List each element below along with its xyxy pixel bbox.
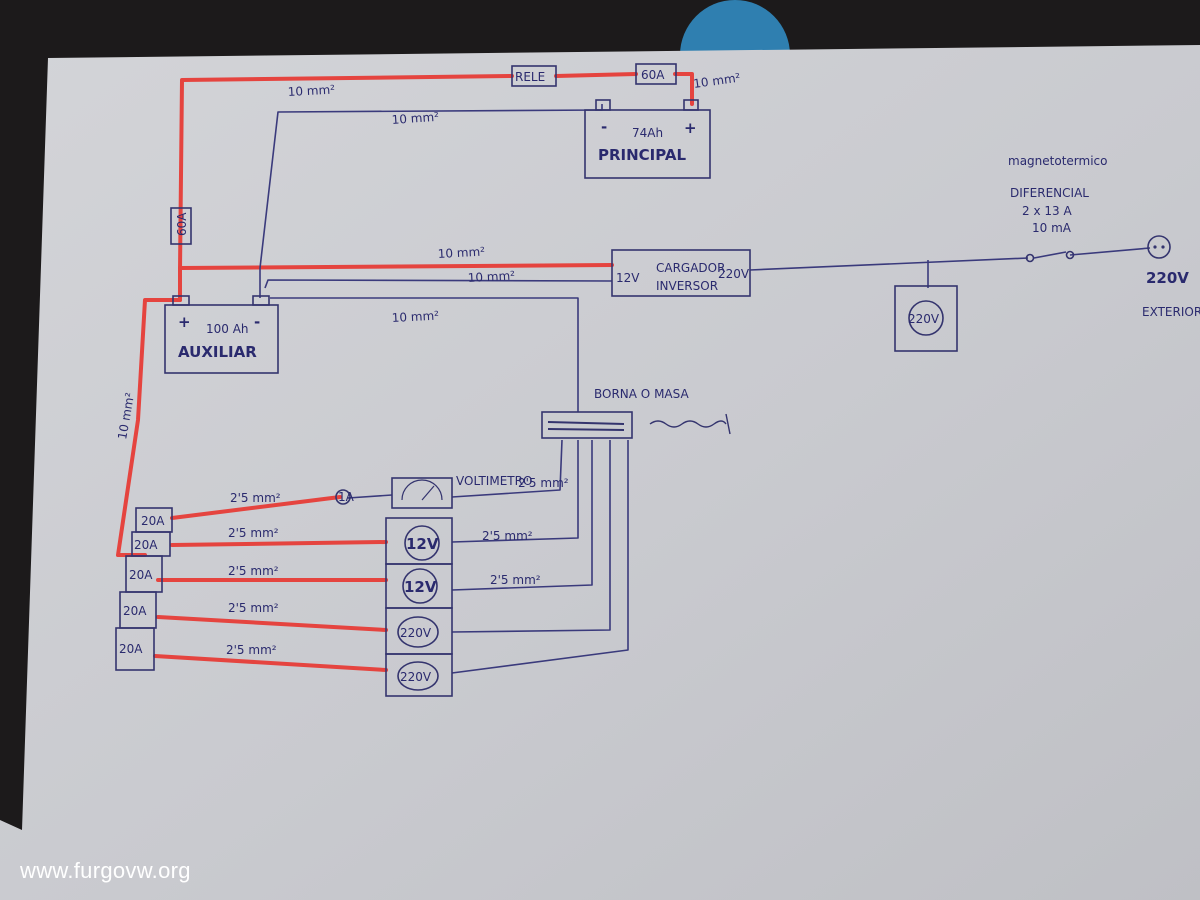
label-fuse-60a: 60A (641, 68, 665, 82)
branch-wire-label-5: 2'5 mm² (226, 643, 277, 657)
label-mm-12v-2: 2'5 mm² (490, 573, 541, 587)
label-mm-masa: 10 mm² (391, 309, 439, 325)
label-mm-principal-neg: 10 mm² (391, 110, 439, 127)
outlet-label-1: 12V (406, 535, 439, 553)
fuse-60a-top (635, 63, 677, 85)
label-charger-220v: 220V (718, 267, 750, 281)
label-side-fuse: 60A (175, 212, 189, 236)
label-charger-name-1: CARGADOR (656, 261, 725, 275)
fuse-label-1: 20A (141, 514, 165, 528)
socket-220v-circle (908, 300, 944, 336)
paper-sheet (0, 45, 1200, 900)
battery-aux-minus: - (254, 313, 260, 331)
label-aux-name: AUXILIAR (178, 343, 257, 361)
label-magnetotermico: magnetotermico (1008, 154, 1107, 168)
branch-wire-label-4: 2'5 mm² (228, 601, 279, 615)
negative-wires (259, 104, 1151, 674)
battery-aux-pos-terminal (172, 295, 190, 306)
label-voltimetro: VOLTIMETRO (456, 474, 532, 488)
crossed-out-text (649, 413, 731, 435)
label-mm-charger-pos: 10 mm² (437, 245, 485, 261)
outlet-label-3: 220V (400, 626, 432, 640)
branch-wire-label-1: 2'5 mm² (230, 491, 281, 505)
positive-wires (116, 72, 694, 672)
differential-contact-left (1025, 253, 1035, 263)
battery-auxiliar (164, 304, 279, 374)
label-mm-top-right: 10 mm² (692, 71, 741, 91)
battery-aux-neg-terminal (252, 295, 270, 306)
label-charger-12v: 12V (616, 271, 640, 285)
label-borna: BORNA O MASA (594, 387, 689, 401)
bus-bar-scribble (547, 421, 625, 431)
battery-principal-plus: + (684, 119, 697, 137)
label-charger-name-2: INVERSOR (656, 279, 718, 293)
labels: 10 mm² RELE 60A 10 mm² 10 mm² - + 74Ah P… (115, 68, 1200, 587)
label-volt-fuse: 1A (338, 490, 355, 504)
label-aux-cap: 100 Ah (206, 322, 249, 336)
charger-inverter (611, 249, 751, 297)
differential-switch-lever (1033, 251, 1067, 259)
voltmeter-gauge-icon (401, 479, 443, 501)
outlet-2-circle (402, 568, 438, 604)
fuse-label-3: 20A (129, 568, 153, 582)
watermark: www.furgovw.org (20, 858, 191, 883)
label-ext-name: EXTERIOR (1142, 305, 1200, 319)
battery-principal-minus: - (601, 118, 607, 136)
outlet-1-circle (404, 525, 440, 561)
label-mm-charger-neg: 10 mm² (467, 269, 515, 285)
outlet-labels: 12V 12V 220V 220V (400, 535, 439, 684)
outlet-4-circle (397, 661, 439, 691)
plug-pin-left (1153, 245, 1157, 249)
label-dif-spec-2: 10 mA (1032, 221, 1072, 235)
voltmeter-box (391, 477, 453, 509)
exterior-plug-icon (1147, 235, 1171, 259)
differential-contact-right (1065, 250, 1075, 260)
relay-box (511, 65, 557, 87)
outlet-3-circle (397, 616, 439, 648)
fuse-label-5: 20A (119, 642, 143, 656)
branch-wire-label-3: 2'5 mm² (228, 564, 279, 578)
label-rele: RELE (515, 70, 545, 84)
fuse-label-4: 20A (123, 604, 147, 618)
outlet-label-2: 12V (404, 578, 437, 596)
battery-principal-pos-terminal (683, 99, 699, 111)
ground-bus-bar (541, 411, 633, 439)
plug-pin-right (1161, 245, 1165, 249)
fuse-60a-side (170, 207, 192, 245)
outlet-4-box (385, 653, 453, 697)
label-dif-spec-1: 2 x 13 A (1022, 204, 1072, 218)
label-socket-220: 220V (908, 312, 940, 326)
battery-aux-plus: + (178, 313, 191, 331)
label-diferencial: DIFERENCIAL (1010, 186, 1089, 200)
label-mm-top-left: 10 mm² (287, 83, 335, 99)
label-principal-cap: 74Ah (632, 126, 663, 140)
fuse-label-2: 20A (134, 538, 158, 552)
socket-220v (894, 285, 958, 352)
fuse-block-labels: 20A 20A 20A 20A 20A (119, 514, 165, 656)
voltmeter-fuse (335, 489, 351, 505)
branch-wire-label-2: 2'5 mm² (228, 526, 279, 540)
outlet-label-4: 220V (400, 670, 432, 684)
branch-wire-labels: 2'5 mm² 2'5 mm² 2'5 mm² 2'5 mm² 2'5 mm² (226, 491, 281, 657)
label-principal-name: PRINCIPAL (598, 146, 686, 164)
label-mm-volt: 2'5 mm² (518, 476, 569, 490)
label-mm-12v-1: 2'5 mm² (482, 529, 533, 543)
label-ext-voltage: 220V (1146, 269, 1189, 287)
battery-principal-neg-terminal (595, 99, 611, 111)
fuse-block-slot-5 (115, 627, 155, 671)
battery-principal (584, 109, 711, 179)
components (115, 63, 1171, 697)
